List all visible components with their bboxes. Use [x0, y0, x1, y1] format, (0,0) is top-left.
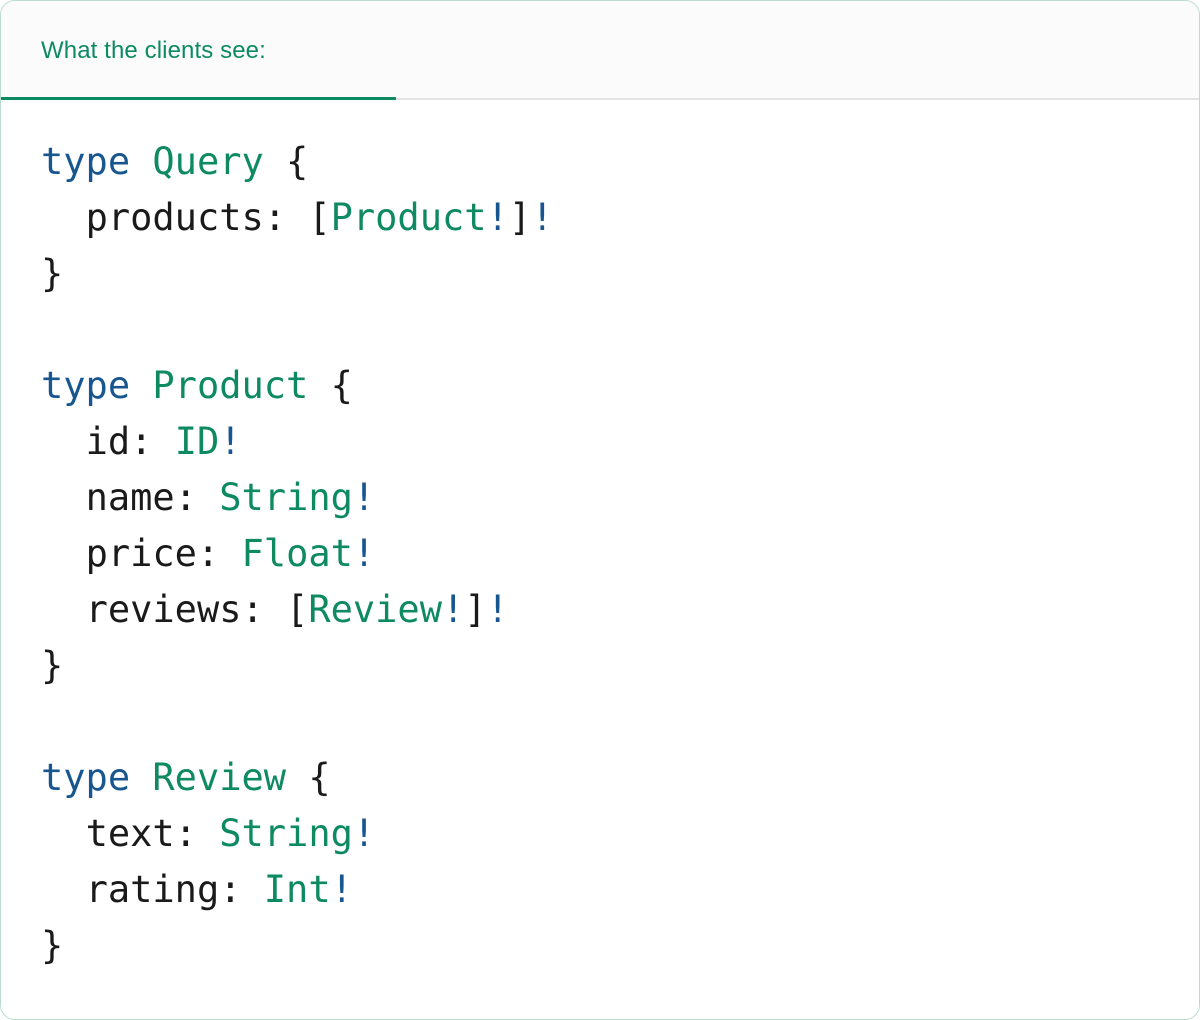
code-token-pun: :: [130, 420, 175, 463]
code-token-type: Float: [241, 532, 353, 575]
code-token-bang: !: [441, 588, 465, 631]
code-token-field: id: [85, 420, 131, 463]
code-token-type: Review: [308, 588, 442, 631]
code-token-pun: :: [219, 868, 264, 911]
code-token-pun: [130, 364, 152, 407]
tab-what-the-clients-see[interactable]: What the clients see:: [1, 1, 396, 102]
code-token-type: Product: [152, 364, 309, 407]
code-line: }: [41, 246, 1199, 302]
code-token-pun: : [: [241, 588, 309, 631]
code-token-pun: }: [41, 924, 64, 967]
code-token-field: name: [85, 476, 175, 519]
code-token-field: reviews: [85, 588, 242, 631]
code-token-bang: !: [219, 420, 242, 463]
code-token-bang: !: [531, 196, 554, 239]
code-line: reviews: [Review!]!: [41, 582, 1199, 638]
code-token-pun: [41, 476, 86, 519]
code-token-pun: [41, 812, 86, 855]
code-token-pun: [41, 532, 86, 575]
code-line: }: [41, 918, 1199, 974]
code-line: id: ID!: [41, 414, 1199, 470]
tab-strip: What the clients see:: [1, 1, 1199, 102]
code-viewer[interactable]: type Query { products: [Product!]!} type…: [1, 100, 1199, 1019]
code-token-field: price: [85, 532, 197, 575]
code-token-pun: }: [41, 252, 64, 295]
code-token-type: Product: [330, 196, 487, 239]
code-token-pun: {: [286, 756, 331, 799]
code-token-type: Query: [152, 140, 264, 183]
code-token-kw: type: [41, 364, 131, 407]
code-line: type Query {: [41, 134, 1199, 190]
code-line: price: Float!: [41, 526, 1199, 582]
graphql-schema-code: type Query { products: [Product!]!} type…: [1, 134, 1199, 974]
code-token-pun: }: [41, 644, 64, 687]
tab-active-underline: [1, 97, 396, 102]
code-token-pun: [41, 420, 86, 463]
code-token-pun: {: [263, 140, 309, 183]
code-token-pun: [41, 868, 86, 911]
code-token-pun: :: [174, 812, 220, 855]
code-line: text: String!: [41, 806, 1199, 862]
code-token-bang: !: [352, 812, 376, 855]
code-token-type: ID: [174, 420, 220, 463]
code-token-pun: [130, 140, 152, 183]
code-line: [41, 694, 1199, 750]
code-token-field: products: [85, 196, 264, 239]
code-token-pun: ]: [508, 196, 532, 239]
code-token-pun: [41, 588, 86, 631]
code-token-kw: type: [41, 140, 131, 183]
tab-label: What the clients see:: [41, 36, 266, 64]
code-token-kw: type: [41, 756, 131, 799]
code-token-bang: !: [486, 588, 509, 631]
code-line: }: [41, 638, 1199, 694]
code-token-pun: :: [174, 476, 220, 519]
code-token-pun: [130, 756, 152, 799]
code-token-type: Review: [152, 756, 287, 799]
code-token-bang: !: [352, 476, 376, 519]
code-line: products: [Product!]!: [41, 190, 1199, 246]
code-line: type Product {: [41, 358, 1199, 414]
code-token-type: String: [219, 812, 353, 855]
code-token-bang: !: [330, 868, 353, 911]
code-token-field: rating: [85, 868, 220, 911]
code-token-pun: :: [196, 532, 242, 575]
code-token-bang: !: [486, 196, 509, 239]
code-token-bang: !: [352, 532, 376, 575]
code-token-type: String: [219, 476, 353, 519]
code-line: [41, 302, 1199, 358]
code-token-pun: ]: [464, 588, 487, 631]
code-line: rating: Int!: [41, 862, 1199, 918]
code-token-pun: {: [308, 364, 353, 407]
code-token-pun: : [: [263, 196, 331, 239]
code-token-type: Int: [263, 868, 331, 911]
code-token-pun: [41, 196, 86, 239]
code-token-field: text: [85, 812, 175, 855]
code-line: name: String!: [41, 470, 1199, 526]
code-line: type Review {: [41, 750, 1199, 806]
